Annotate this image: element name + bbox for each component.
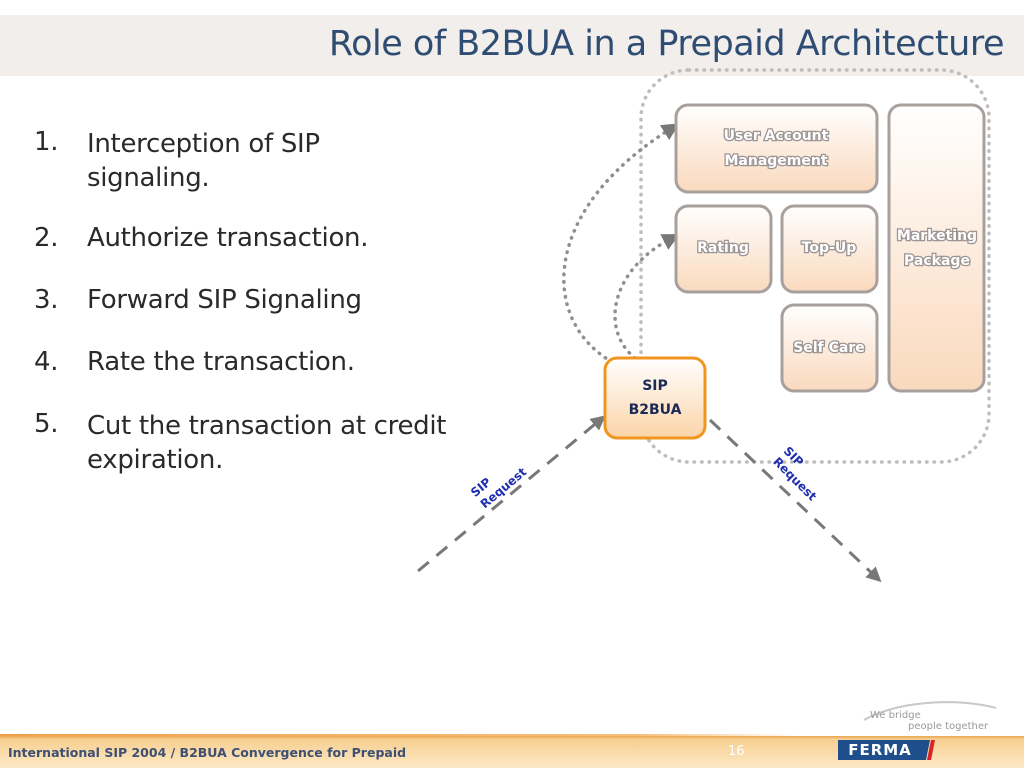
b2bua-label-1: SIP [642, 378, 668, 394]
steps-list: 1. Interception of SIP signaling. 2. Aut… [34, 124, 534, 502]
step-text: Rate the transaction. [87, 347, 355, 377]
user-account-box: User Account Management [674, 103, 879, 194]
logo-flag-icon [922, 740, 935, 760]
rating-box: Rating [674, 204, 773, 294]
marketing-label-2: Package [904, 253, 970, 269]
step-text-line: signaling. [87, 163, 210, 193]
step-text-line: expiration. [87, 445, 224, 475]
top-up-label: Top-Up [802, 240, 857, 256]
incoming-sip-arrow [417, 415, 606, 573]
logo-tagline-1: We bridge [870, 710, 921, 721]
self-care-box: Self Care [780, 303, 879, 393]
step-text: Forward SIP Signaling [87, 285, 362, 315]
user-account-label-1: User Account [724, 128, 829, 144]
platform-container [639, 68, 991, 464]
logo-swoosh-icon [863, 701, 997, 721]
logo-wordmark: FERMA [838, 740, 922, 760]
top-up-box: Top-Up [780, 204, 879, 294]
company-logo: We bridge people together FERMA [800, 696, 1024, 768]
slide-title: Role of B2BUA in a Prepaid Architecture [328, 24, 1005, 64]
step-item-2: 2. Authorize transaction. [34, 220, 534, 256]
b2bua-box: SIP B2BUA [603, 356, 707, 440]
user-account-label-2: Management [724, 153, 827, 169]
step-item-1: 1. Interception of SIP signaling. [34, 124, 534, 198]
footer-text: International SIP 2004 / B2BUA Convergen… [8, 745, 407, 760]
authorize-dotted-arrow [562, 123, 680, 364]
step-item-5: 5. Cut the transaction at credit expirat… [34, 406, 534, 480]
outgoing-sip-arrow [708, 418, 882, 583]
b2bua-label-2: B2BUA [629, 402, 682, 418]
title-bar [0, 15, 1024, 76]
logo-tagline-2: people together [908, 721, 989, 732]
self-care-label: Self Care [793, 340, 864, 356]
step-number: 4. [34, 347, 59, 377]
marketing-label-1: Marketing [897, 228, 977, 244]
outgoing-sip-request-label: SIP Request [770, 444, 819, 504]
marketing-package-box: Marketing Package [887, 103, 986, 393]
step-item-3: 3. Forward SIP Signaling [34, 282, 534, 318]
step-text-line: Interception of SIP [87, 129, 320, 159]
step-text: Authorize transaction. [87, 223, 369, 253]
rating-dotted-arrow [613, 233, 680, 360]
footer-accent-line [0, 734, 800, 737]
step-number: 1. [34, 127, 59, 157]
step-number: 3. [34, 285, 59, 315]
page-number: 16 [728, 744, 745, 759]
rating-label: Rating [697, 240, 749, 256]
step-text-line: Cut the transaction at credit [87, 411, 447, 441]
step-number: 5. [34, 409, 59, 439]
step-item-4: 4. Rate the transaction. [34, 344, 534, 380]
step-number: 2. [34, 223, 59, 253]
